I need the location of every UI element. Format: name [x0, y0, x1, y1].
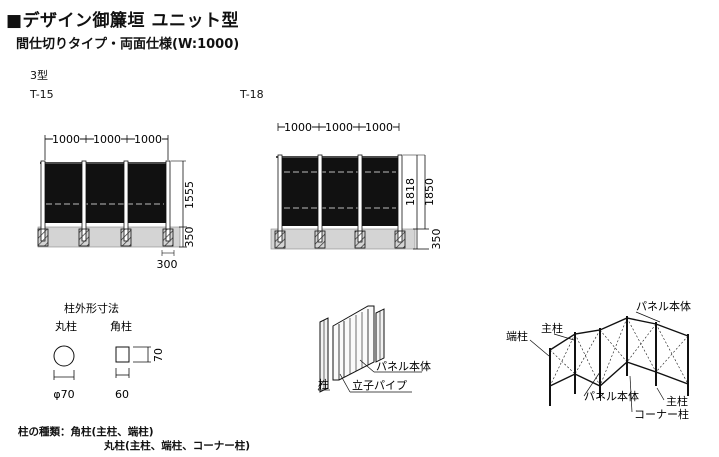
post-shapes-heading: 柱外形寸法: [64, 301, 119, 315]
layout-panel-body-top-label: パネル本体: [636, 299, 691, 313]
detail-stand-pipe-label: 立子パイプ: [352, 378, 407, 392]
variant-t18-name: T-18: [240, 88, 264, 101]
t15-height-dim: 1555: [183, 181, 196, 209]
page-subtitle: 間仕切りタイプ・両面仕様(W:1000): [16, 37, 240, 52]
t15-elevation: 1000 1000 1000 1555 350 300: [37, 132, 196, 271]
t15-embed-dim: 350: [183, 227, 196, 248]
round-post-dim: φ70: [53, 388, 74, 401]
t15-width-3: 1000: [134, 133, 162, 146]
layout-corner-post-label: コーナー柱: [634, 407, 689, 421]
panel-detail: パネル本体 柱 立子パイプ: [317, 305, 431, 393]
t15-width-1: 1000: [52, 133, 80, 146]
variant-group-label: 3型: [30, 69, 48, 82]
square-post-shape: [115, 346, 130, 363]
page-title: ■デザイン御簾垣 ユニット型: [6, 11, 239, 31]
t15-width-2: 1000: [93, 133, 121, 146]
t18-height-dim-2: 1850: [423, 178, 436, 206]
post-types-note-line-1: 柱の種類：角柱(主柱、端柱): [18, 426, 154, 438]
detail-panel-body-label: パネル本体: [376, 359, 431, 373]
layout-perspective: 端柱 主柱 パネル本体 パネル本体 主柱 コーナー柱: [506, 299, 691, 421]
layout-end-post-label: 端柱: [506, 329, 528, 343]
layout-main-post-top-label: 主柱: [541, 321, 563, 335]
post-types-note-line-2: 丸柱(主柱、端柱、コーナー柱): [104, 440, 251, 452]
t18-width-1: 1000: [284, 121, 312, 134]
t18-width-3: 1000: [365, 121, 393, 134]
variant-t15-name: T-15: [30, 88, 54, 101]
t18-height-dim-1: 1818: [404, 178, 417, 206]
t15-footing-dim: 300: [157, 258, 178, 271]
round-post-label: 丸柱: [55, 319, 77, 333]
t18-width-2: 1000: [325, 121, 353, 134]
layout-main-post-right-label: 主柱: [666, 394, 688, 408]
t18-embed-dim: 350: [430, 229, 443, 250]
round-post-shape: [53, 345, 75, 367]
t18-elevation: 1000 1000 1000 1818 1850 350: [270, 120, 443, 250]
square-post-width: 60: [115, 388, 129, 401]
square-post-label: 角柱: [110, 319, 132, 333]
layout-panel-body-bottom-label: パネル本体: [584, 389, 639, 403]
post-shapes: 柱外形寸法 丸柱 角柱 φ70 60 70: [53, 301, 165, 401]
detail-post-label: 柱: [318, 377, 329, 391]
square-post-depth: 70: [152, 348, 165, 362]
